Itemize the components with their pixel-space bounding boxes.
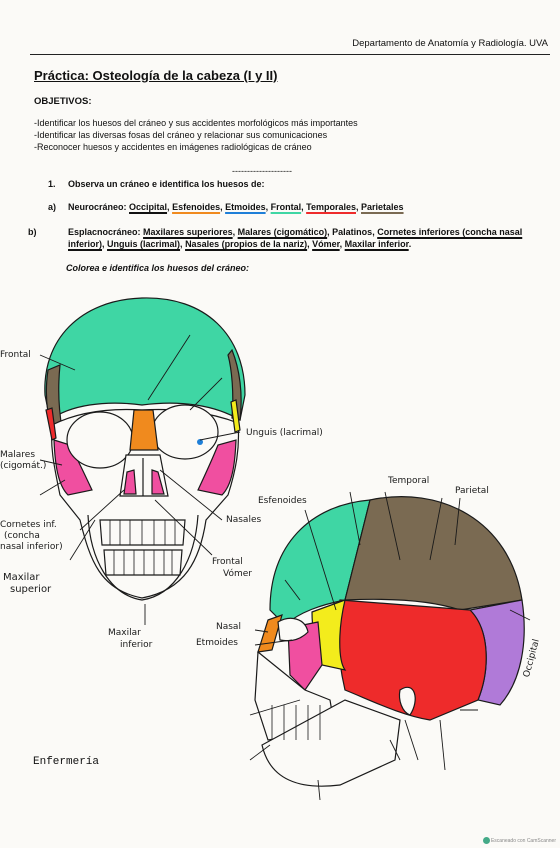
bone-name: Occipital <box>129 202 168 212</box>
footer-enfermeria: Enfermería <box>33 756 100 768</box>
camscanner-icon <box>482 837 490 844</box>
label-cornetes-3: nasal inferior) <box>0 542 63 552</box>
bone-name: Maxilares superiores <box>143 227 233 237</box>
question-1b: b)Esplacnocráneo: Maxilares superiores, … <box>28 227 523 249</box>
bone-name: Palatinos <box>332 227 373 237</box>
question-text: Observa un cráneo e identifica los hueso… <box>68 179 265 189</box>
lateral-mandible <box>261 699 401 787</box>
header-rule <box>30 54 550 55</box>
lateral-nasal <box>257 614 283 653</box>
label-vomer-frontal: Frontal <box>212 557 243 567</box>
cornete-right <box>151 469 165 495</box>
bone-name: Nasales (propios de la nariz) <box>185 239 308 249</box>
question-1: 1. Observa un cráneo e identifica los hue… <box>48 179 265 189</box>
scanner-stamp: Escaneado con CamScanner <box>482 837 556 844</box>
objectives-heading: OBJETIVOS: <box>34 96 92 107</box>
lateral-mastoid <box>398 686 416 716</box>
label-malares: Malares <box>0 450 36 460</box>
skull-lateral-view <box>249 491 531 801</box>
label-cornetes: Cornetes inf. <box>0 520 57 530</box>
bone-name: Cornetes inferiores (concha nasal inferi… <box>68 227 523 249</box>
orbit-right <box>151 404 219 460</box>
upper-teeth <box>99 519 186 546</box>
department-header: Departamento de Anatomía y Radiología. U… <box>352 38 548 49</box>
label-maxilar-inferior: Maxilar <box>108 628 141 638</box>
bone-name: Malares (cigomático) <box>237 227 328 237</box>
bone-name: Parietales <box>361 202 404 212</box>
bone-name: Unguis (lacrimal) <box>107 239 181 249</box>
objective-item: -Reconocer huesos y accidentes en imágen… <box>34 142 312 152</box>
question-number: 1. <box>48 179 56 189</box>
objective-item: -Identificar las diversas fosas del crán… <box>34 130 328 140</box>
cornete-left <box>123 469 137 495</box>
label-nasales: Nasales <box>226 515 262 525</box>
label-unguis: Unguis (lacrimal) <box>246 428 323 438</box>
bone-name: Maxilar inferior <box>344 239 409 249</box>
lower-teeth <box>103 549 183 576</box>
bone-name: Frontal <box>270 202 302 212</box>
mandible <box>87 514 199 601</box>
objective-item: -Identificar los huesos del cráneo y sus… <box>34 118 358 128</box>
bone-name: Etmoides <box>225 202 266 212</box>
temporal-right <box>230 399 241 433</box>
label-vomer: Vómer <box>223 569 252 579</box>
temporal-left <box>45 407 57 441</box>
label-maxilar-inferior-2: inferior <box>120 640 153 650</box>
skull-frontal-view <box>39 297 246 625</box>
label-malares-2: (cigomát.) <box>0 461 47 471</box>
malar-right <box>197 439 237 496</box>
bone-name: Vómer <box>312 239 340 249</box>
label-temporal: Temporal <box>388 476 430 486</box>
item-letter: a) <box>48 202 57 212</box>
label-cornetes-2: (concha <box>4 531 40 541</box>
bone-name: Esfenoides <box>172 202 221 212</box>
instruction: Colorea e identifica los huesos del crán… <box>66 263 250 273</box>
label-parietal: Parietal <box>455 486 489 496</box>
frontal-bone <box>44 297 246 422</box>
bone-name: Temporales <box>306 202 356 212</box>
question-1a: a)Neurocráneo: Occipital, Esfenoides, Et… <box>48 202 404 212</box>
orbit-left <box>66 411 134 469</box>
label-esfenoides: Esfenoides <box>258 496 307 506</box>
label-etmoides: Etmoides <box>196 638 238 648</box>
lacrimal-mark <box>197 439 203 445</box>
nasal-bone <box>129 409 159 451</box>
label-nasal: Nasal <box>216 622 241 632</box>
item-label: Neurocráneo: <box>68 202 127 212</box>
page-title: Práctica: Osteología de la cabeza (I y I… <box>34 68 278 83</box>
label-maxilar-superior-2: superior <box>10 584 52 595</box>
label-frontal: Frontal <box>0 350 31 360</box>
item-letter: b) <box>28 227 37 237</box>
label-maxilar-superior: Maxilar <box>3 572 40 583</box>
lateral-parietal <box>344 496 523 611</box>
item-label: Esplacnocráneo: <box>68 227 141 237</box>
objectives-list: -Identificar los huesos del cráneo y sus… <box>34 117 358 153</box>
scanner-text: Escaneado con CamScanner <box>490 837 556 844</box>
separator: -------------------- <box>232 166 292 176</box>
